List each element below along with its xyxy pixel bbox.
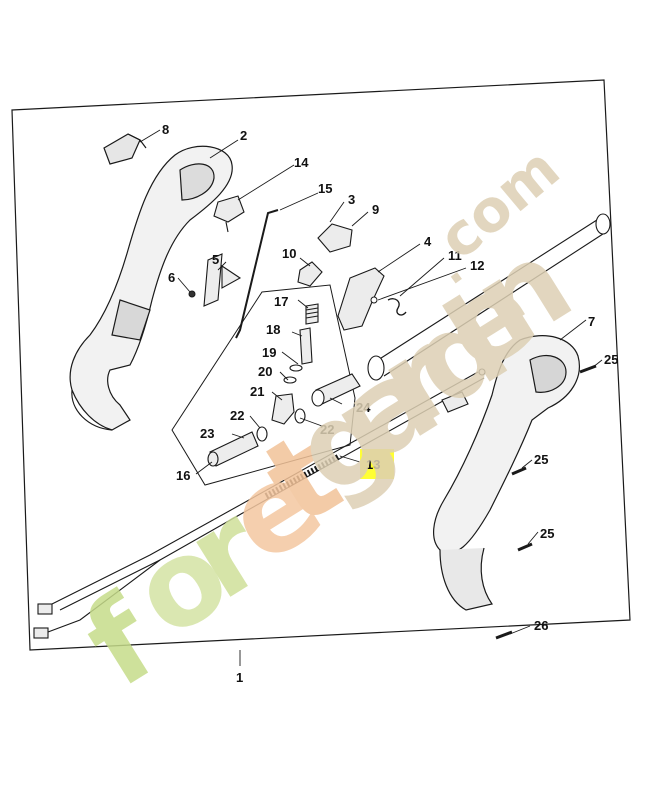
screw-part-6 bbox=[188, 290, 196, 298]
label-part-25a: 25 bbox=[604, 352, 618, 367]
diagram-frame bbox=[11, 79, 631, 651]
label-part-20: 20 bbox=[258, 364, 272, 379]
label-part-17: 17 bbox=[274, 294, 288, 309]
label-part-14: 14 bbox=[294, 155, 309, 170]
spring-part bbox=[387, 298, 407, 316]
control-cable-part bbox=[33, 368, 486, 639]
bracket-part bbox=[203, 253, 242, 307]
label-part-19: 19 bbox=[262, 345, 276, 360]
label-part-26: 26 bbox=[534, 618, 548, 633]
label-part-9: 9 bbox=[372, 202, 379, 217]
leader-lines bbox=[139, 129, 603, 666]
label-part-6: 6 bbox=[168, 270, 175, 285]
label-part-22b: 22 bbox=[320, 422, 334, 437]
lever-assembly-part bbox=[297, 223, 353, 287]
label-part-22a: 22 bbox=[230, 408, 244, 423]
label-part-25c: 25 bbox=[540, 526, 554, 541]
handle-housing-right-part bbox=[433, 335, 580, 611]
label-part-18: 18 bbox=[266, 322, 280, 337]
label-part-1: 1 bbox=[236, 670, 243, 685]
label-part-23: 23 bbox=[200, 426, 214, 441]
lever-part bbox=[213, 195, 245, 233]
label-part-10: 10 bbox=[282, 246, 296, 261]
label-part-4: 4 bbox=[424, 234, 432, 249]
pin-part-12 bbox=[370, 296, 378, 304]
cable-clip-part bbox=[441, 391, 469, 413]
label-part-24: 24 bbox=[356, 400, 371, 415]
label-part-15: 15 bbox=[318, 181, 332, 196]
hose-part bbox=[367, 213, 611, 381]
label-part-8: 8 bbox=[162, 122, 169, 137]
subassembly-parts bbox=[207, 303, 361, 467]
handle-housing-left-part bbox=[69, 145, 233, 431]
label-part-2: 2 bbox=[240, 128, 247, 143]
label-part-21: 21 bbox=[250, 384, 264, 399]
throttle-trigger-part bbox=[337, 267, 385, 331]
trigger-part bbox=[103, 133, 147, 165]
subassembly-frame bbox=[171, 284, 356, 486]
label-part-13: 13 bbox=[366, 457, 380, 472]
rod-part bbox=[235, 209, 279, 339]
label-part-7: 7 bbox=[588, 314, 595, 329]
label-part-3: 3 bbox=[348, 192, 355, 207]
label-part-25b: 25 bbox=[534, 452, 548, 467]
label-part-12: 12 bbox=[470, 258, 484, 273]
label-part-11: 11 bbox=[448, 248, 462, 263]
label-part-16: 16 bbox=[176, 468, 190, 483]
highlight-box bbox=[360, 449, 394, 479]
label-part-5: 5 bbox=[212, 252, 219, 267]
part-labels: 8 2 14 15 3 9 5 10 4 11 12 6 17 18 19 20… bbox=[162, 122, 618, 685]
